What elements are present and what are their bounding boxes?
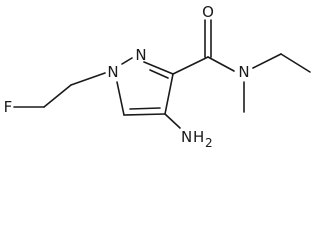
bond-ring-c4-c5-b xyxy=(129,107,161,110)
atom-amide-nitrogen: N xyxy=(238,63,249,81)
atom-amino-hydrogen: H xyxy=(193,128,204,146)
bond-ethyl xyxy=(280,53,311,73)
amino-hydrogen-subscript: 2 xyxy=(205,136,213,148)
bond-ring-c3-c4 xyxy=(164,73,174,115)
bond-ch2-ch2 xyxy=(43,84,72,108)
bond-carbonyl-amide-n xyxy=(207,56,235,72)
bonds xyxy=(13,19,311,129)
bond-c4-amino xyxy=(164,113,181,129)
amino-group-label: N H 2 xyxy=(181,128,213,148)
atom-ring-nitrogen-2: N xyxy=(135,46,146,64)
atom-ring-nitrogen-1: N xyxy=(107,63,118,81)
bond-ring-n2-c3-b xyxy=(149,69,169,79)
molecule-diagram: O N N N F N H 2 xyxy=(4,3,311,148)
atom-labels: O N N N F N H 2 xyxy=(4,3,250,148)
atom-amino-nitrogen: N xyxy=(181,128,192,146)
bond-n1-ch2 xyxy=(70,72,106,86)
bond-carbonyl-ring xyxy=(172,56,209,75)
bond-ring-c5-n1 xyxy=(116,81,125,116)
bond-ring-c4-c5-a xyxy=(123,113,166,116)
bond-ring-n2-c3-a xyxy=(143,61,174,75)
atom-fluorine: F xyxy=(4,98,13,116)
bond-ring-n1-n2 xyxy=(121,57,133,65)
atom-oxygen: O xyxy=(202,3,214,21)
bond-amide-n-ethyl xyxy=(252,53,282,69)
